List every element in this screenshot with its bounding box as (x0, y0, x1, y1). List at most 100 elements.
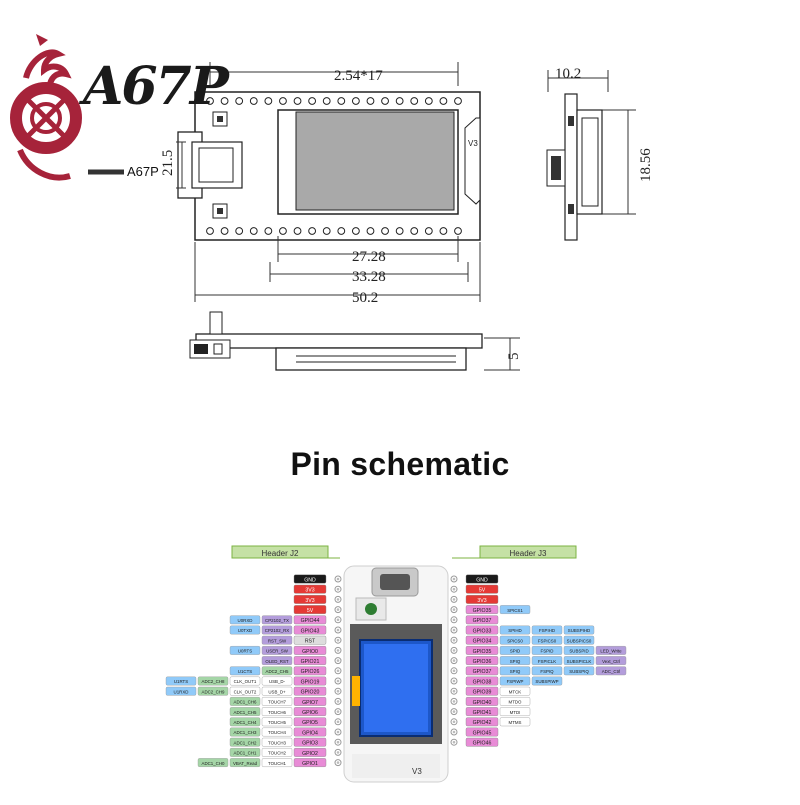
header-pin-hole (381, 227, 389, 235)
schematic-pin-center (336, 751, 340, 754)
pin-function-box (229, 686, 261, 696)
schematic-pin-center (336, 577, 340, 581)
board-text: V3 (468, 139, 478, 148)
pin-function-label: ADC2_CH5 (266, 669, 289, 674)
schematic-board: V3 (334, 565, 458, 783)
schematic-pin-center (336, 598, 340, 601)
header-pin-hole (439, 227, 448, 235)
header-pin-hole (395, 97, 404, 105)
pin-name: GPIO1 (302, 761, 318, 767)
pin-function-box (595, 646, 627, 655)
pin-name-box (293, 748, 327, 757)
pin-function-label: SPID (510, 649, 520, 654)
pin-name-box (465, 697, 499, 706)
header-pin-hole (351, 97, 360, 105)
header-pin-hole (424, 227, 433, 235)
pin-function-label: USB_D+ (268, 689, 286, 694)
pin-function-label: ADC1_CH1 (234, 751, 257, 756)
pin-function-label: TOUCH4 (268, 730, 287, 735)
pin-name: GPIO46 (473, 741, 492, 747)
pin-name: GPIO5 (302, 720, 318, 726)
pin-function-box (197, 686, 229, 696)
pin-function-label: CLK_OUT1 (234, 679, 257, 684)
pin-name: GPIO21 (301, 659, 320, 665)
schematic-pin-center (452, 679, 456, 683)
header-pin-hole (351, 227, 360, 235)
pin-name-box (293, 605, 327, 615)
pin-function-box (499, 666, 531, 676)
pin-function-box (229, 615, 261, 625)
pin-name-box (465, 656, 499, 666)
schematic-board-text: V3 (412, 767, 422, 776)
pin-function-box (563, 666, 595, 676)
header-pin-hole (395, 227, 404, 235)
header-pin-hole (308, 97, 317, 105)
pin-name: GPIO0 (302, 649, 318, 655)
pin-function-box (261, 676, 293, 686)
pin-name-box (465, 574, 499, 584)
pin-function-box (499, 635, 531, 645)
pin-function-box (499, 625, 531, 635)
schematic-pin-center (452, 659, 456, 662)
header-pin-hole (279, 227, 287, 235)
pin-name-box (293, 758, 327, 768)
header-pin-hole (264, 97, 273, 105)
pin-name: GPIO44 (301, 618, 320, 624)
pin-function-box (261, 717, 293, 727)
header-pin-hole (439, 97, 448, 105)
pin-function-box (261, 697, 293, 706)
header-pin-hole (293, 97, 302, 105)
pin-name: GPIO42 (473, 720, 492, 726)
pin-function-label: FSPIWP (507, 679, 524, 684)
pin-function-box (197, 758, 229, 768)
header-pin-hole (366, 227, 375, 235)
header-pin-hole (322, 97, 331, 105)
schematic-pin-center (336, 679, 340, 683)
pin-function-label: RST_SW (268, 638, 287, 643)
header-pin-hole (279, 97, 287, 105)
dim-height: 18.56 (638, 148, 654, 182)
pin-function-box (229, 646, 261, 655)
dim-total-length: 50.2 (352, 290, 378, 306)
schematic-pin-center (452, 598, 456, 601)
logo-tag: A67P (125, 164, 161, 179)
schematic-pin-center (336, 700, 340, 703)
pin-function-label: SUBSPIWP (535, 679, 558, 684)
pin-name: GPIO43 (301, 628, 320, 634)
pin-function-box (531, 635, 563, 645)
dim-pitch: 2.54*17 (334, 68, 383, 84)
schematic-pin-center (336, 649, 340, 652)
pin-function-box (261, 646, 293, 655)
pin-name-box (465, 584, 499, 594)
header-pin-hole (264, 227, 273, 235)
schematic-pin-center (336, 659, 340, 662)
pin-function-label: MTCK (509, 689, 522, 694)
pin-name-box (293, 707, 327, 717)
pin-function-box (229, 727, 261, 737)
pin-function-label: SPIQ (510, 659, 521, 664)
pin-function-label: TOUCH7 (268, 700, 287, 705)
header-pin-hole (410, 97, 419, 105)
header-pin-hole (293, 227, 302, 235)
pin-function-box (261, 737, 293, 747)
pin-function-label: USB_D- (269, 679, 286, 684)
dimension-lines (176, 62, 636, 371)
pin-function-label: ADC1_CH3 (234, 730, 257, 735)
schematic-pin-center (452, 700, 456, 703)
pin-function-box (229, 676, 261, 686)
pin-name: GPIO20 (301, 690, 320, 696)
pin-function-label: SUBSPICS0 (567, 638, 592, 643)
pin-labels: GND3V33V35VGPIO44CP2102_TXU0RXDGPIO43CP2… (165, 574, 627, 768)
header-pin-hole (424, 97, 433, 105)
pin-name: GND (304, 577, 316, 583)
pin-name-box (293, 666, 327, 676)
pin-function-box (229, 697, 261, 706)
pin-function-box (261, 656, 293, 666)
pin-name-box (465, 727, 499, 737)
pin-name: GPIO37 (473, 618, 492, 624)
pin-function-label: SUBSPIQ (569, 669, 589, 674)
pin-name-box (293, 646, 327, 655)
pin-function-label: SPICS0 (507, 638, 523, 643)
header-pin-hole (454, 97, 462, 105)
pin-name-box (465, 676, 499, 686)
